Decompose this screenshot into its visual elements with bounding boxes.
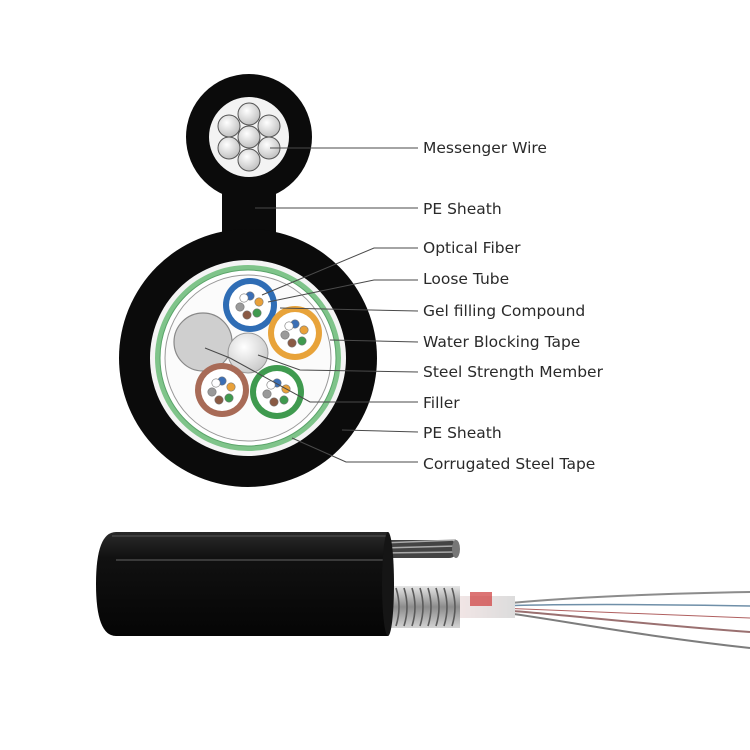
loose-tube-blue — [223, 278, 277, 332]
loose-tube-brown — [195, 363, 249, 417]
label-pe-sheath-lower: PE Sheath — [423, 424, 502, 442]
optical-fiber-dot — [236, 303, 244, 311]
loose-tube-orange — [268, 306, 322, 360]
label-corrugated-tape: Corrugated Steel Tape — [423, 455, 595, 473]
messenger-wire — [209, 97, 289, 177]
optical-fiber-dot — [227, 383, 235, 391]
optical-fiber-dot — [298, 337, 306, 345]
optical-fiber-dot — [263, 390, 271, 398]
cross-section — [119, 74, 377, 487]
optical-fiber-dot — [212, 379, 220, 387]
cable-body — [96, 532, 394, 636]
optical-fiber-dot — [208, 388, 216, 396]
exposed-fibers — [455, 592, 750, 648]
optical-fiber-dot — [280, 396, 288, 404]
optical-fiber-dot — [270, 398, 278, 406]
label-loose-tube: Loose Tube — [423, 270, 509, 288]
filler-rod — [174, 313, 232, 371]
optical-fiber-dot — [215, 396, 223, 404]
label-messenger-wire: Messenger Wire — [423, 139, 547, 157]
optical-fiber-dot — [240, 294, 248, 302]
labels: Messenger Wire PE Sheath Optical Fiber L… — [423, 139, 604, 473]
optical-fiber-dot — [253, 309, 261, 317]
label-steel-strength: Steel Strength Member — [423, 363, 604, 381]
label-optical-fiber: Optical Fiber — [423, 239, 521, 257]
label-pe-sheath-upper: PE Sheath — [423, 200, 502, 218]
label-gel-filling: Gel filling Compound — [423, 302, 585, 320]
optical-fiber-dot — [281, 331, 289, 339]
label-filler: Filler — [423, 394, 460, 412]
optical-fiber-dot — [288, 339, 296, 347]
label-water-blocking: Water Blocking Tape — [423, 333, 580, 351]
optical-fiber-dot — [255, 298, 263, 306]
cable-side-view — [96, 532, 750, 648]
optical-fiber-dot — [300, 326, 308, 334]
optical-fiber-dot — [225, 394, 233, 402]
optical-fiber-dot — [243, 311, 251, 319]
optical-fiber-dot — [285, 322, 293, 330]
